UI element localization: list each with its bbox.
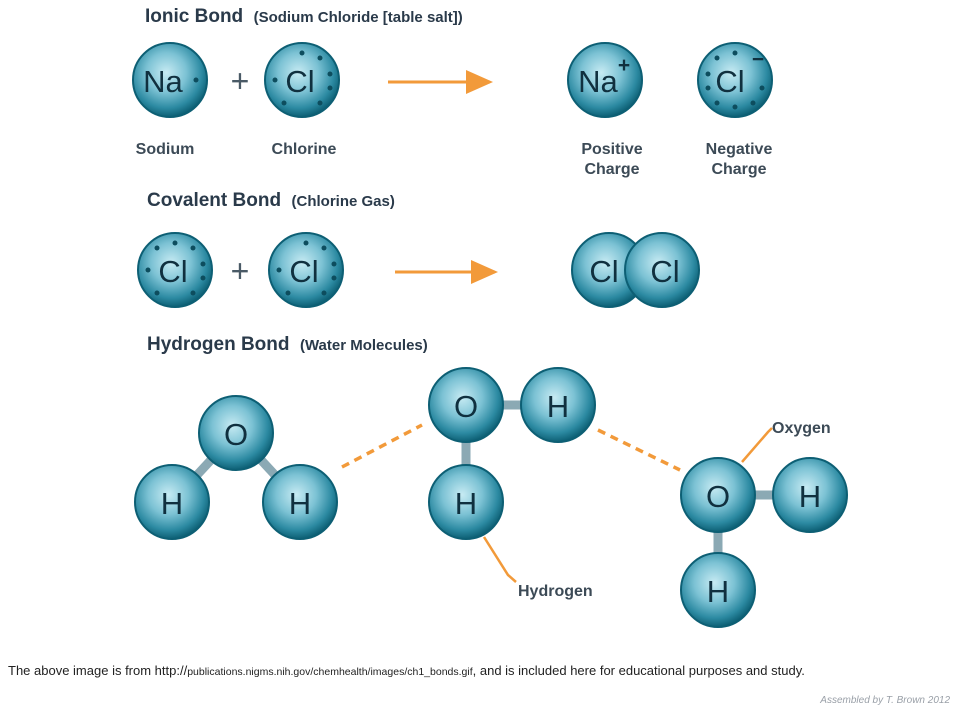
svg-text:Na: Na xyxy=(143,64,183,99)
water-molecule-2: O H H xyxy=(428,367,596,540)
electron-dots xyxy=(272,50,333,106)
label-positive-charge: Charge xyxy=(584,161,639,178)
caption-suffix: , and is included here for educational p… xyxy=(472,663,805,678)
svg-text:Na: Na xyxy=(578,64,618,99)
chloride-ion: Cl − xyxy=(697,42,773,118)
sodium-ion: Na + xyxy=(567,42,643,118)
label-oxygen: Oxygen xyxy=(772,420,831,437)
svg-text:Cl: Cl xyxy=(589,254,618,289)
svg-text:H: H xyxy=(707,574,729,609)
label-hydrogen: Hydrogen xyxy=(518,583,593,600)
svg-text:H: H xyxy=(161,486,183,521)
negative-sign: − xyxy=(752,48,764,71)
water-molecule-1: O H H xyxy=(134,395,338,540)
svg-text:O: O xyxy=(224,417,248,452)
water-molecule-3: O H H xyxy=(680,457,848,628)
svg-text:Cl: Cl xyxy=(650,254,679,289)
positive-sign: + xyxy=(618,54,630,77)
svg-text:Cl: Cl xyxy=(285,64,314,99)
credit-text: Assembled by T. Brown 2012 xyxy=(820,695,950,706)
ionic-title: Ionic Bond (Sodium Chloride [table salt]… xyxy=(145,6,463,27)
svg-text:Cl: Cl xyxy=(715,64,744,99)
svg-text:H: H xyxy=(799,479,821,514)
plus-operator-covalent: + xyxy=(231,253,250,289)
chlorine-molecule: Cl Cl xyxy=(571,232,700,308)
svg-text:Cl: Cl xyxy=(158,254,187,289)
label-sodium: Sodium xyxy=(136,141,195,158)
sodium-atom: Na xyxy=(132,42,208,118)
label-positive: Positive xyxy=(581,141,642,158)
label-negative-charge: Charge xyxy=(711,161,766,178)
chlorine-atom: Cl xyxy=(264,42,340,118)
label-negative: Negative xyxy=(706,141,773,158)
hydrogen-title: Hydrogen Bond (Water Molecules) xyxy=(147,334,428,355)
svg-text:Cl: Cl xyxy=(289,254,318,289)
caption-prefix: The above image is from http:// xyxy=(8,663,188,678)
caption-url: publications.nigms.nih.gov/chemhealth/im… xyxy=(187,666,473,678)
bonds-diagram: Ionic Bond (Sodium Chloride [table salt]… xyxy=(132,6,848,628)
svg-text:O: O xyxy=(706,479,730,514)
hydrogen-bond-dashes xyxy=(341,423,681,472)
chlorine-atom-left: Cl xyxy=(137,232,213,308)
callout-lines xyxy=(482,427,773,583)
svg-text:H: H xyxy=(547,389,569,424)
source-caption: The above image is from http://publicati… xyxy=(8,663,805,678)
svg-text:H: H xyxy=(455,486,477,521)
covalent-title: Covalent Bond (Chlorine Gas) xyxy=(147,190,395,211)
svg-text:O: O xyxy=(454,389,478,424)
label-chlorine: Chlorine xyxy=(272,141,337,158)
svg-text:H: H xyxy=(289,486,311,521)
chlorine-atom-right: Cl xyxy=(268,232,344,308)
plus-operator: + xyxy=(231,63,250,99)
